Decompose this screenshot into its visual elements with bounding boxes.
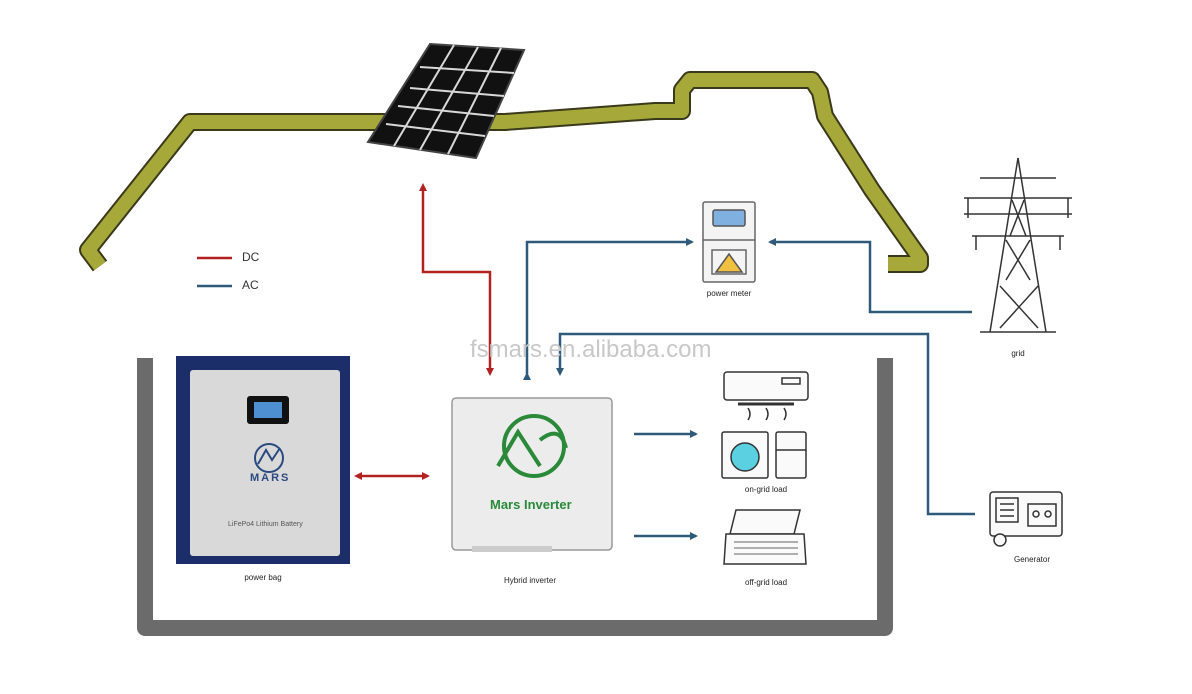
off-grid-load-label: off-grid load [744, 578, 788, 587]
ac-line-grid [768, 238, 972, 314]
ac-line-meter [523, 238, 694, 380]
power-meter-icon [702, 201, 756, 283]
legend-dc-label: DC [242, 250, 260, 264]
generator-label: Generator [1013, 555, 1051, 564]
generator-icon [989, 491, 1063, 547]
off-grid-load-icon [723, 509, 807, 565]
grid-tower-icon [964, 157, 1072, 333]
on-grid-load-icon [721, 371, 809, 479]
inverter-brand-label: Mars Inverter [490, 497, 572, 512]
on-grid-load-label: on-grid load [744, 485, 788, 494]
house-walls [137, 358, 893, 636]
inverter-label: Hybrid inverter [503, 576, 557, 585]
solar-panel [366, 42, 526, 160]
power-meter-label: power meter [706, 289, 752, 298]
battery-model-label: LiFePo4 Lithium Battery [228, 521, 303, 528]
watermark: fsmars.en.alibaba.com [470, 336, 712, 363]
battery-brand: MARS [250, 472, 291, 484]
battery-unit [176, 356, 350, 564]
grid-label: grid [1011, 349, 1025, 358]
ac-line-generator [556, 332, 975, 516]
inverter-unit [451, 397, 613, 552]
battery-label: power bag [244, 573, 282, 582]
dc-line-solar [419, 183, 494, 376]
legend-ac-label: AC [242, 278, 259, 292]
house-roof [79, 71, 929, 273]
